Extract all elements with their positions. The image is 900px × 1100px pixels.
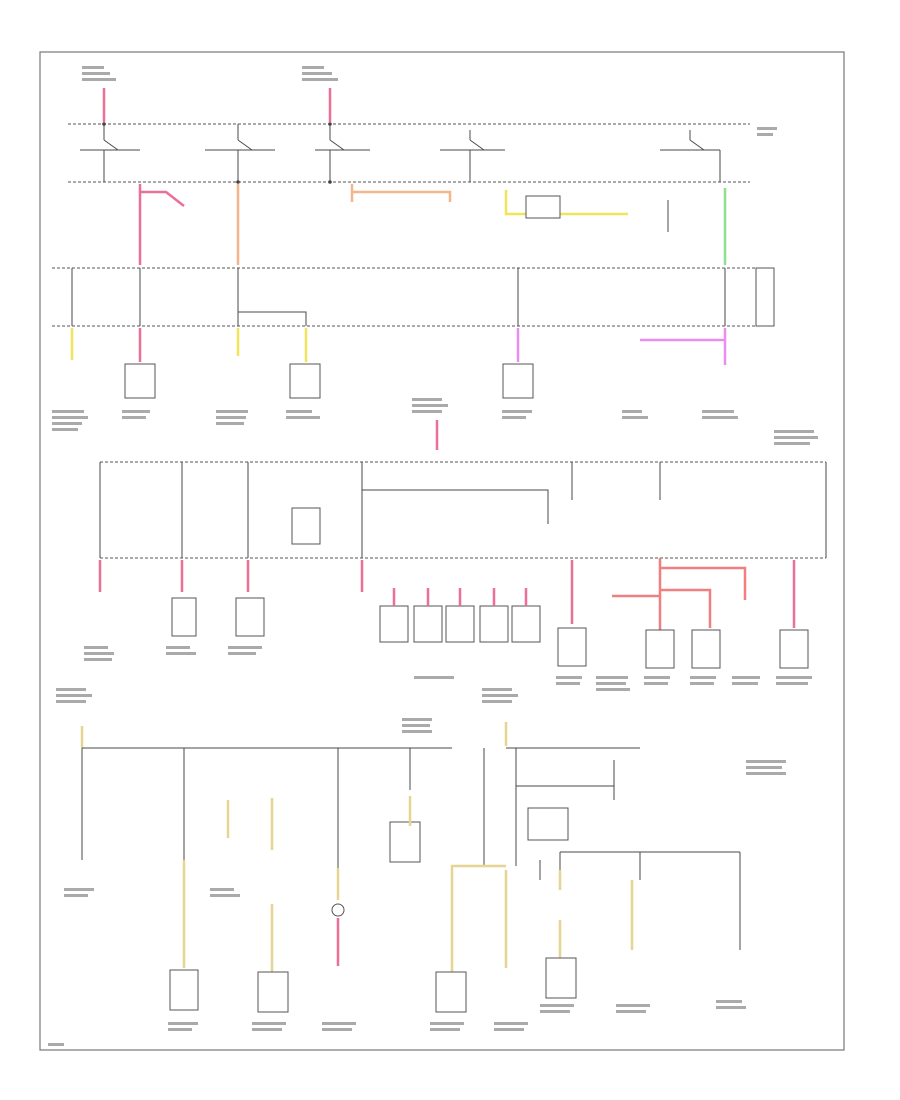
ignition-switch-section xyxy=(52,66,777,431)
indicator-lamp xyxy=(331,903,345,917)
middle-relay-1 xyxy=(291,507,321,545)
component-box-3 xyxy=(502,363,534,399)
component-box-6 xyxy=(557,627,587,667)
middle-right-label xyxy=(774,430,818,445)
switch-out-wire-1b xyxy=(140,190,185,207)
component-box-9 xyxy=(779,629,809,669)
bottom-feed-label-1 xyxy=(56,688,92,703)
component-box-4 xyxy=(171,597,197,637)
component-labels-row-3 xyxy=(64,760,786,1031)
top-feed-label-1 xyxy=(82,66,116,81)
bottom-relay-1 xyxy=(389,821,421,863)
middle-vertical-taps xyxy=(99,462,827,558)
component-box-8 xyxy=(691,629,721,669)
middle-bracket xyxy=(362,489,549,524)
switch-out-wire-3 xyxy=(350,184,452,202)
component-box-10 xyxy=(169,969,199,1011)
out-wire-f xyxy=(640,328,727,365)
fuse-taps xyxy=(71,268,726,326)
fuse-cluster xyxy=(379,588,541,643)
component-box-13 xyxy=(545,957,577,999)
bottom-vert-taps xyxy=(81,748,741,880)
bottom-feed-label-3 xyxy=(402,718,432,733)
switch-out-wire-4 xyxy=(504,190,628,216)
component-labels-row-1 xyxy=(52,410,738,431)
top-feed-label-2 xyxy=(302,66,338,81)
component-box-1 xyxy=(124,363,156,399)
bottom-section xyxy=(48,688,786,1046)
component-box-12 xyxy=(435,971,467,1013)
bot-wire-7 xyxy=(450,864,506,972)
component-labels-row-2 xyxy=(84,646,812,691)
bottom-relay-2 xyxy=(527,807,569,841)
diagram-frame xyxy=(39,51,845,1051)
relay-block xyxy=(525,195,561,219)
middle-feed-label xyxy=(412,398,448,413)
switch-contacts xyxy=(80,122,721,184)
component-box-2 xyxy=(289,363,321,399)
junction-label-box xyxy=(755,267,775,327)
ignition-switch-label xyxy=(757,127,777,136)
middle-section xyxy=(84,398,827,691)
component-box-11 xyxy=(257,971,289,1013)
bottom-feed-label-2 xyxy=(482,688,518,703)
mid-out-6 xyxy=(612,558,747,630)
component-box-7 xyxy=(645,629,675,669)
corner-mark xyxy=(48,1043,64,1046)
component-box-5 xyxy=(235,597,265,637)
